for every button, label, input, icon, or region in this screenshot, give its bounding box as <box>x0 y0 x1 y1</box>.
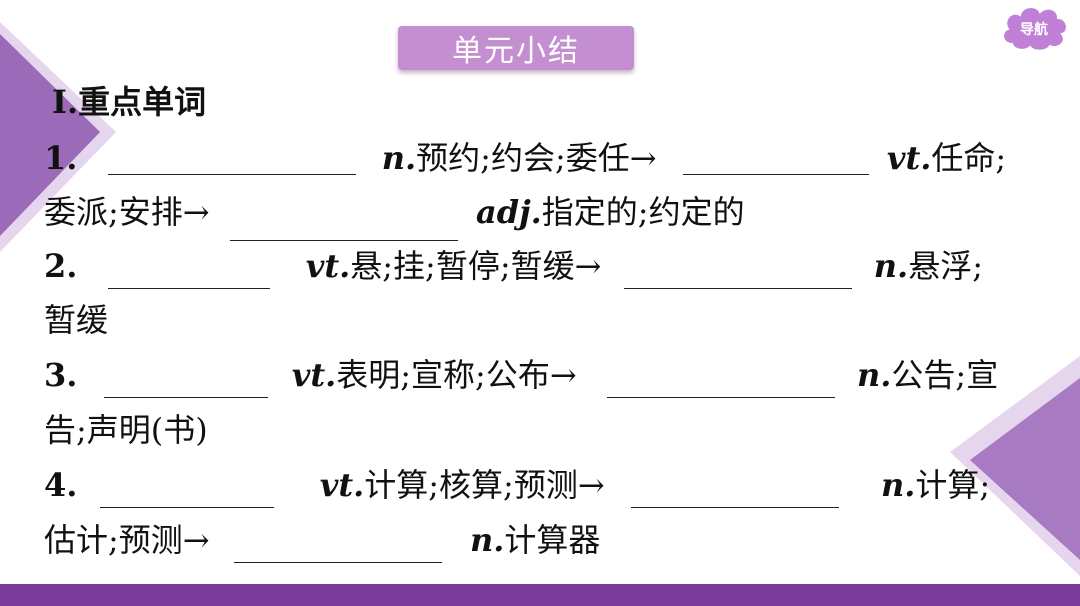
item-number: 4. <box>44 466 78 504</box>
part-of-speech: vt. <box>319 466 365 504</box>
answer-blank[interactable] <box>103 367 268 398</box>
definition: 估计;预测→ <box>44 521 210 559</box>
section-heading: Ⅰ.重点单词 <box>52 83 207 121</box>
definition: 任命; <box>931 139 1007 177</box>
part-of-speech: vt. <box>305 247 351 285</box>
item-3-line-2: 告;声明(书) <box>44 410 208 450</box>
nav-button[interactable]: 导航 <box>998 4 1070 54</box>
item-2-line-2: 暂缓 <box>44 300 108 340</box>
part-of-speech: n. <box>857 356 892 394</box>
bottom-bar <box>0 584 1080 606</box>
answer-blank[interactable] <box>606 367 835 398</box>
part-of-speech: vt. <box>291 356 337 394</box>
item-4-line-2: 估计;预测→ n.计算器 <box>44 520 601 563</box>
definition: 表明;宣称;公布→ <box>336 356 577 394</box>
nav-label: 导航 <box>1020 22 1048 38</box>
answer-blank[interactable] <box>682 144 869 175</box>
part-of-speech: n. <box>881 466 916 504</box>
part-of-speech: n. <box>873 247 909 285</box>
cloud-icon <box>1002 6 1068 52</box>
definition: 预约;约会;委任→ <box>416 139 657 177</box>
right-corner-decoration <box>950 356 1080 576</box>
definition: 告;声明(书) <box>44 411 208 449</box>
left-corner-decoration <box>0 22 116 252</box>
answer-blank[interactable] <box>107 258 270 289</box>
item-4-line-1: 4. vt.计算;核算;预测→ n.计算; <box>44 465 991 508</box>
definition: 计算器 <box>504 521 601 559</box>
page-title: 单元小结 <box>398 26 634 70</box>
item-1-line-1: 1. n.预约;约会;委任→ vt.任命; <box>44 138 1006 178</box>
definition: 指定的;约定的 <box>541 193 745 231</box>
part-of-speech: adj. <box>475 193 542 231</box>
definition: 计算;核算;预测→ <box>364 466 605 504</box>
answer-blank[interactable] <box>99 477 274 508</box>
answer-blank[interactable] <box>233 532 442 563</box>
definition: 计算; <box>915 466 991 504</box>
item-number: 1. <box>44 139 78 177</box>
item-number: 2. <box>44 247 78 285</box>
definition: 暂缓 <box>44 301 109 339</box>
item-2-line-1: 2. vt.悬;挂;暂停;暂缓→ n.悬浮; <box>44 246 983 289</box>
item-3-line-1: 3. vt.表明;宣称;公布→ n.公告;宣 <box>44 355 999 398</box>
part-of-speech: n. <box>381 139 417 177</box>
answer-blank[interactable] <box>623 258 852 289</box>
definition: 公告;宣 <box>891 356 999 394</box>
answer-blank[interactable] <box>229 210 458 241</box>
part-of-speech: vt. <box>886 139 932 177</box>
item-1-line-2: 委派;安排→ adj.指定的;约定的 <box>44 192 745 241</box>
answer-blank[interactable] <box>107 144 356 175</box>
answer-blank[interactable] <box>630 477 839 508</box>
definition: 悬浮; <box>908 247 983 285</box>
part-of-speech: n. <box>469 521 505 559</box>
definition: 委派;安排→ <box>44 193 210 231</box>
definition: 悬;挂;暂停;暂缓→ <box>350 247 602 285</box>
item-number: 3. <box>44 356 78 394</box>
